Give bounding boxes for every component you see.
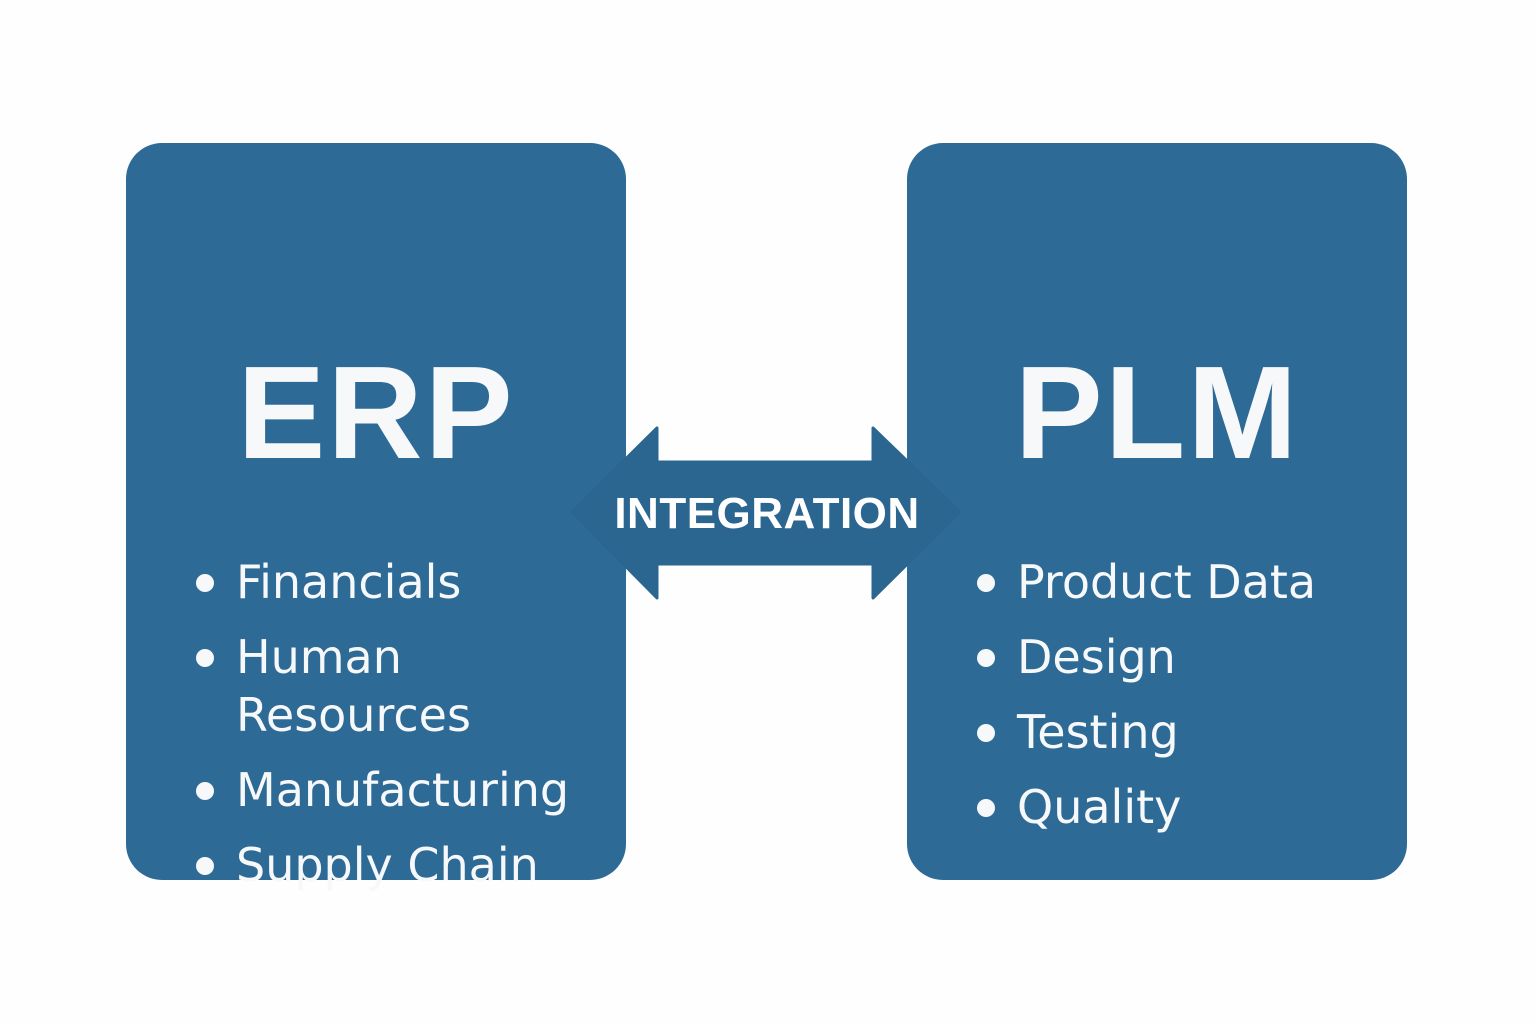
plm-item: Quality <box>975 778 1316 836</box>
plm-list: Product Data Design Testing Quality <box>975 553 1316 853</box>
plm-title: PLM <box>1014 339 1300 486</box>
erp-item: Manufacturing <box>194 761 569 819</box>
integration-label: INTEGRATION <box>614 489 920 538</box>
plm-item: Product Data <box>975 553 1316 611</box>
erp-item: Financials <box>194 553 569 611</box>
erp-item: Human Resources <box>194 628 496 744</box>
erp-item: Supply Chain <box>194 836 569 894</box>
erp-list: Financials Human Resources Manufacturing… <box>194 553 569 911</box>
double-arrow-icon <box>570 426 962 600</box>
erp-box: ERP Financials Human Resources Manufactu… <box>126 143 626 892</box>
plm-box: PLM Product Data Design Testing Quality <box>907 143 1407 880</box>
erp-title: ERP <box>237 339 515 486</box>
plm-item: Testing <box>975 703 1316 761</box>
plm-item: Design <box>975 628 1316 686</box>
